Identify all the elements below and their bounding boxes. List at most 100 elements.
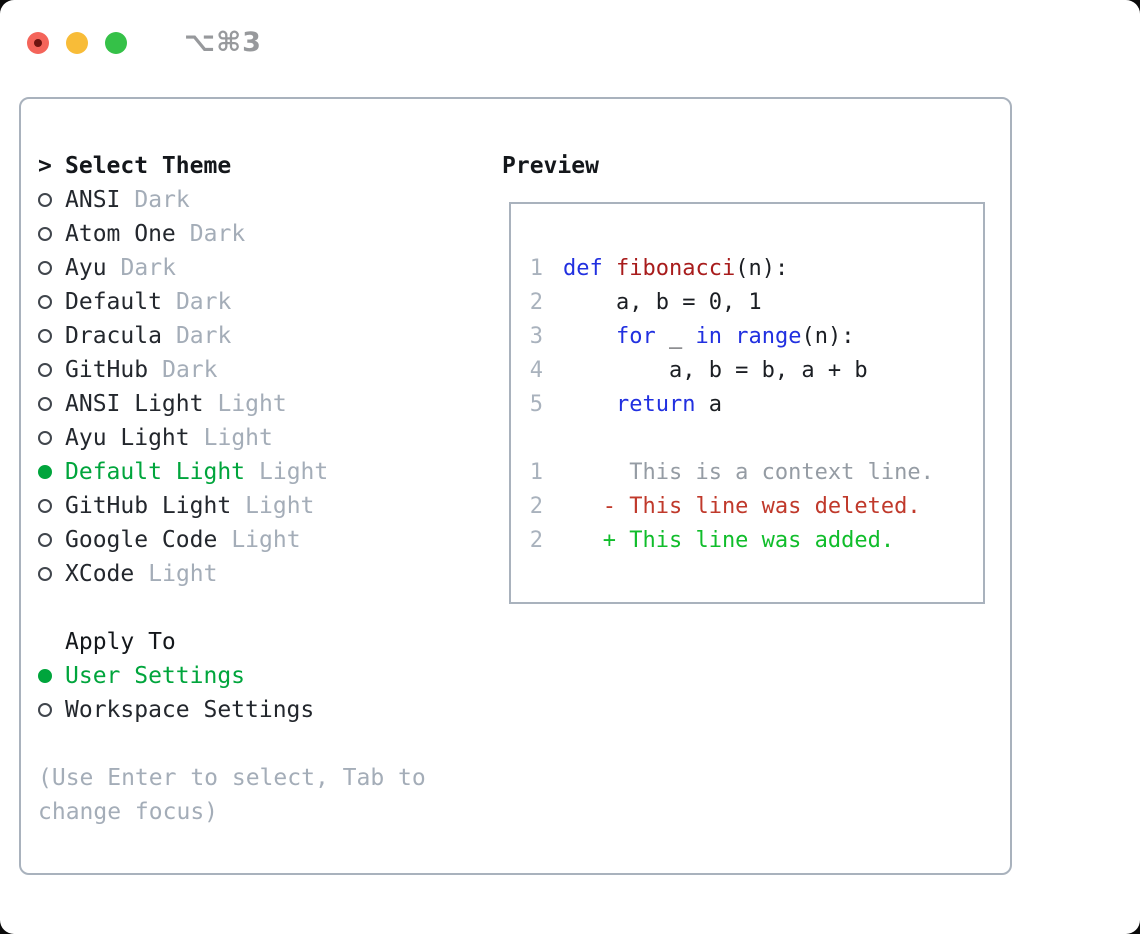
- theme-name: Default Light: [65, 459, 246, 485]
- code-segment: - This line was deleted.: [563, 493, 921, 519]
- code-segment: + This line was added.: [563, 527, 895, 553]
- line-number: 1: [529, 255, 543, 281]
- theme-name: GitHub Light: [65, 493, 232, 519]
- code-segment: fibonacci: [616, 255, 736, 281]
- marker-column: [38, 499, 65, 513]
- line-number: 3: [529, 323, 543, 349]
- theme-name: Ayu Light: [65, 425, 190, 451]
- radio-icon: [38, 703, 52, 717]
- apply-to-label: User Settings: [65, 663, 246, 689]
- code-text: return a: [563, 392, 722, 417]
- code-segment: (n):: [735, 255, 789, 281]
- code-segment: [722, 324, 735, 349]
- code-line: 4 a, b = b, a + b: [521, 353, 983, 387]
- radio-icon: [38, 261, 52, 275]
- radio-icon: [38, 329, 52, 343]
- code-segment: in: [695, 323, 722, 349]
- code-line: 2 a, b = 0, 1: [521, 285, 983, 319]
- radio-icon: [38, 363, 52, 377]
- zoom-button[interactable]: [105, 31, 127, 54]
- marker-column: [38, 465, 65, 479]
- code-segment: [563, 324, 616, 349]
- theme-variant-tag: Dark: [175, 289, 232, 315]
- theme-name: GitHub: [65, 357, 149, 383]
- titlebar: ⌥⌘3: [0, 0, 1140, 58]
- code-segment: range: [735, 323, 802, 349]
- radio-selected-icon: [38, 465, 52, 479]
- theme-option[interactable]: Ayu Dark: [38, 251, 502, 285]
- radio-icon: [38, 193, 52, 207]
- theme-name: Google Code: [65, 527, 218, 553]
- line-number: 2: [529, 527, 543, 553]
- code-line: 3 for _ in range(n):: [521, 319, 983, 353]
- theme-panel-header: > Select Theme: [38, 149, 502, 183]
- apply-to-title: Apply To: [65, 629, 176, 655]
- code-segment: def: [563, 255, 603, 281]
- spacer: [38, 727, 502, 761]
- apply-to-option[interactable]: User Settings: [38, 659, 502, 693]
- theme-variant-tag: Dark: [189, 221, 246, 247]
- theme-name: Dracula: [65, 323, 162, 349]
- help-text: (Use Enter to select, Tab to change focu…: [38, 765, 426, 825]
- theme-variant-tag: Light: [231, 527, 301, 553]
- theme-option[interactable]: Default Light Light: [38, 455, 502, 489]
- minimize-button[interactable]: [66, 31, 88, 54]
- preview-title: Preview: [502, 153, 599, 179]
- code-text: - This line was deleted.: [563, 494, 921, 519]
- marker-column: [38, 227, 65, 241]
- code-text: for _ in range(n):: [563, 324, 854, 349]
- code-text: a, b = 0, 1: [563, 290, 762, 315]
- radio-icon: [38, 431, 52, 445]
- marker-column: [38, 397, 65, 411]
- code-text: def fibonacci(n):: [563, 256, 788, 281]
- code-segment: a: [695, 391, 722, 417]
- theme-option[interactable]: Dracula Dark: [38, 319, 502, 353]
- spacer: [38, 591, 502, 625]
- close-button[interactable]: [27, 31, 49, 54]
- apply-to-label: Workspace Settings: [65, 697, 315, 723]
- code-segment: (n):: [801, 323, 855, 349]
- theme-option[interactable]: GitHub Light Light: [38, 489, 502, 523]
- code-segment: return: [615, 391, 696, 417]
- marker-column: [38, 703, 65, 717]
- apply-to-option[interactable]: Workspace Settings: [38, 693, 502, 727]
- code-line: 1 This is a context line.: [521, 455, 983, 489]
- theme-option[interactable]: ANSI Dark: [38, 183, 502, 217]
- theme-option[interactable]: Google Code Light: [38, 523, 502, 557]
- theme-name: Ayu: [65, 255, 107, 281]
- marker-column: [38, 567, 65, 581]
- marker-column: [38, 193, 65, 207]
- marker-column: [38, 295, 65, 309]
- code-line: 2 - This line was deleted.: [521, 489, 983, 523]
- radio-selected-icon: [38, 669, 52, 683]
- code-text: + This line was added.: [563, 528, 894, 553]
- radio-icon: [38, 567, 52, 581]
- radio-icon: [38, 499, 52, 513]
- apply-to-header: Apply To: [38, 625, 502, 659]
- theme-variant-tag: Light: [259, 459, 329, 485]
- theme-variant-tag: Dark: [120, 255, 176, 281]
- theme-variant-tag: Light: [203, 425, 273, 451]
- marker-column: [38, 261, 65, 275]
- theme-variant-tag: Dark: [134, 187, 190, 213]
- theme-variant-tag: Dark: [175, 323, 232, 349]
- theme-variant-tag: Light: [245, 493, 315, 519]
- radio-icon: [38, 533, 52, 547]
- line-number: 2: [529, 289, 543, 315]
- theme-option[interactable]: Ayu Light Light: [38, 421, 502, 455]
- theme-name: ANSI: [65, 187, 121, 213]
- code-segment: a, b = 0, 1: [563, 289, 762, 315]
- code-segment: [563, 392, 616, 417]
- code-line: 5 return a: [521, 387, 983, 421]
- code-text: a, b = b, a + b: [563, 358, 868, 383]
